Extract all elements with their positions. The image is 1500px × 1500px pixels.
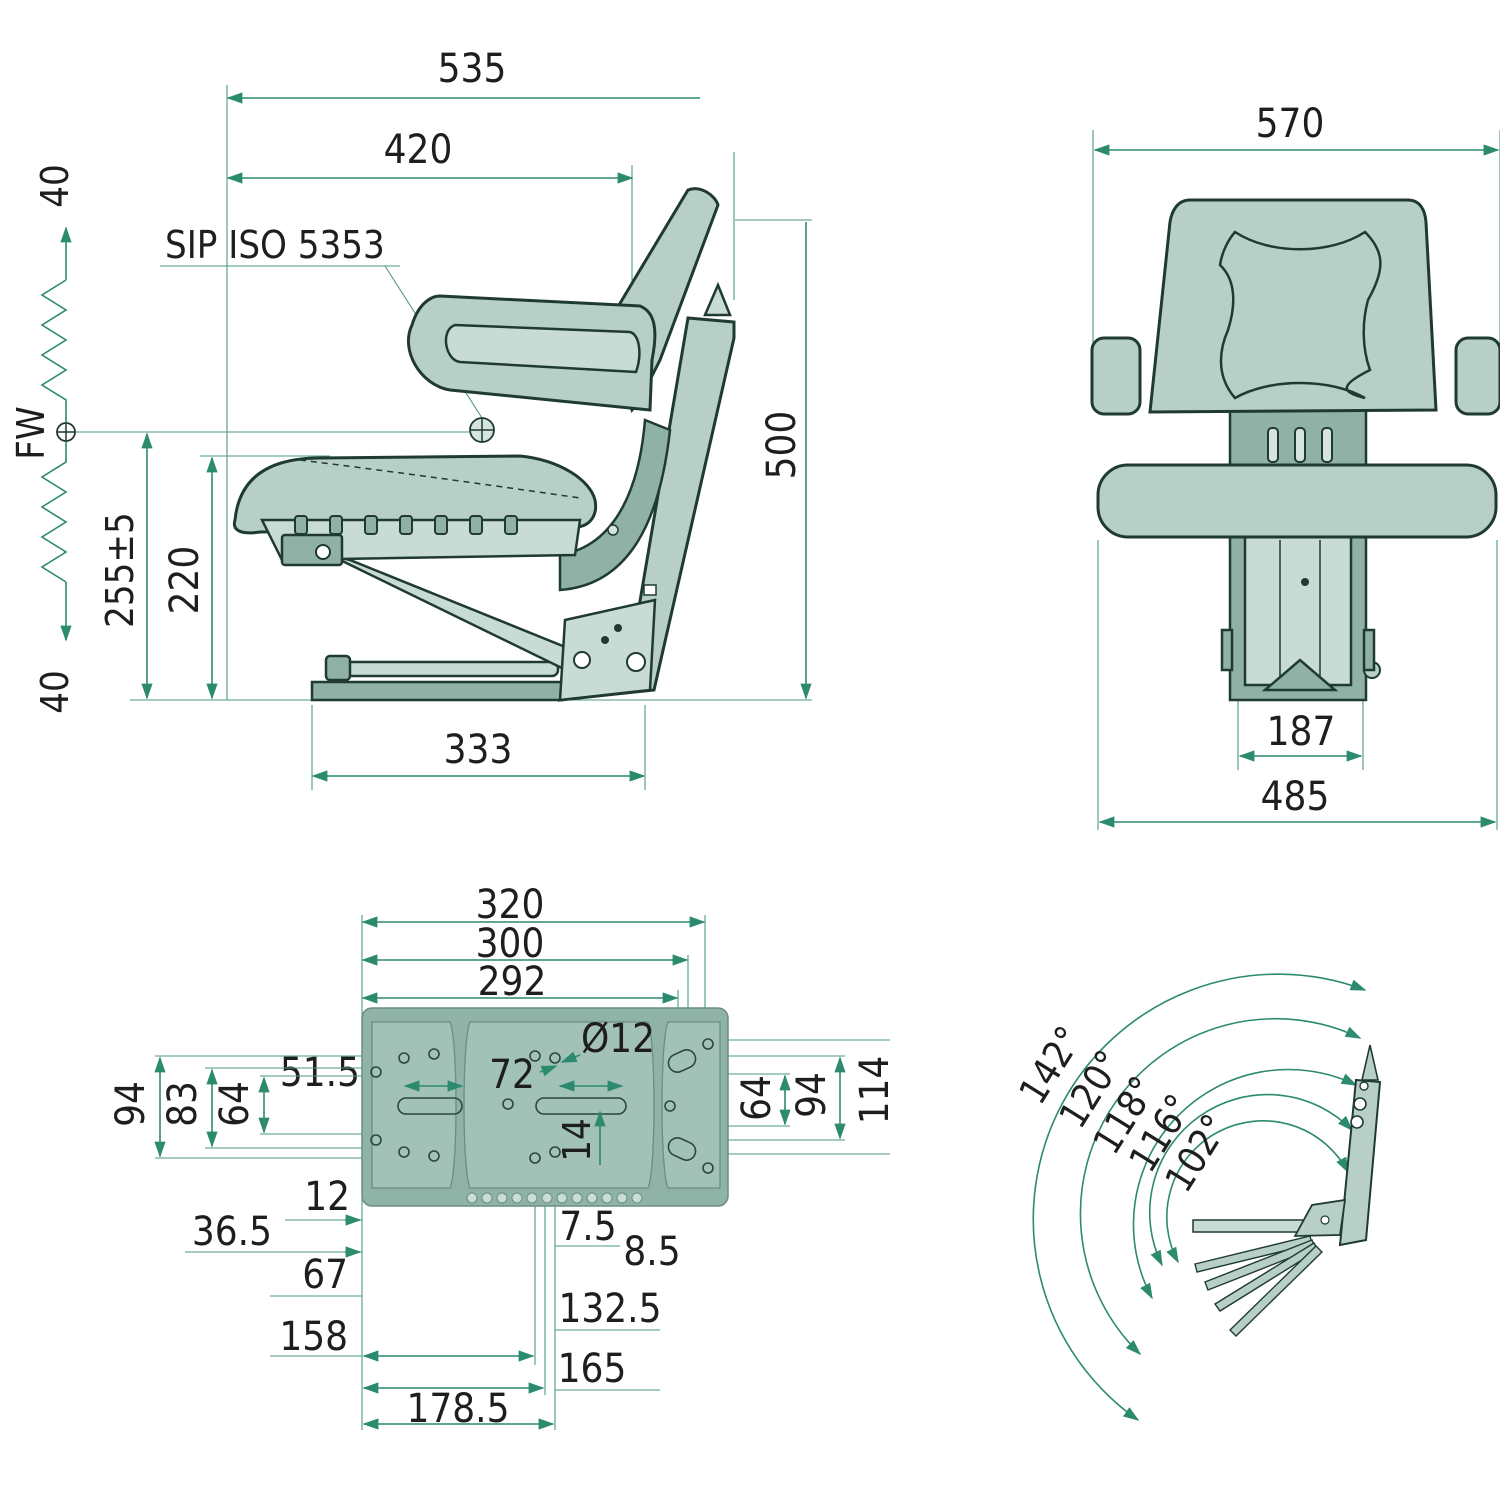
dim-187: 187 [1267,709,1336,755]
dim-165: 165 [558,1346,627,1392]
dim-64-right: 64 [734,1075,780,1121]
seat-front-drawing [1090,198,1500,702]
dim-500: 500 [759,411,805,480]
dim-94-right: 94 [789,1072,835,1118]
seat-side-drawing [232,187,736,702]
dim-14: 14 [555,1118,599,1162]
dim-158: 158 [279,1314,348,1360]
dim-292: 292 [478,959,547,1005]
dim-420: 420 [384,127,453,173]
dim-320: 320 [476,882,545,928]
dim-94-left: 94 [108,1081,154,1127]
backrest-cross-pattern [1218,230,1382,400]
dim-36-5: 36.5 [192,1209,272,1255]
side-view: 535 420 500 255±5 220 333 SIP ISO 5353 F… [9,46,812,790]
spring-bottom-icon [40,442,68,583]
dim-535: 535 [438,46,507,92]
dim-72: 72 [489,1052,535,1098]
dim-114: 114 [852,1056,898,1125]
spring-top-icon [40,279,68,422]
dim-64-left: 64 [212,1081,258,1127]
spring-travel-bottom: 40 [33,670,77,714]
dim-8-5: 8.5 [623,1229,680,1275]
dim-d12: Ø12 [581,1016,655,1062]
sip-iso-label: SIP ISO 5353 [165,223,385,267]
spring-travel-top: 40 [33,164,77,208]
dim-83: 83 [160,1081,206,1127]
base-plate-view: 320 300 292 [108,882,898,1432]
dim-12: 12 [304,1174,350,1220]
dim-485: 485 [1261,774,1330,820]
dim-255: 255±5 [98,512,142,628]
dim-333: 333 [444,727,513,773]
front-view: 570 187 485 [1090,101,1500,830]
dim-7-5: 7.5 [559,1204,616,1250]
dim-67: 67 [302,1252,348,1298]
fw-label: FW [9,406,53,459]
tilt-mechanism-drawing [1192,1044,1382,1337]
dim-51-5: 51.5 [280,1050,360,1096]
dim-570: 570 [1256,101,1325,147]
dim-178-5: 178.5 [407,1386,510,1432]
dim-300: 300 [476,921,545,967]
dim-220: 220 [162,546,208,615]
dim-132-5: 132.5 [559,1286,662,1332]
backrest-tilt-view: 142° 120° 118° 116° 102° [1011,973,1382,1421]
